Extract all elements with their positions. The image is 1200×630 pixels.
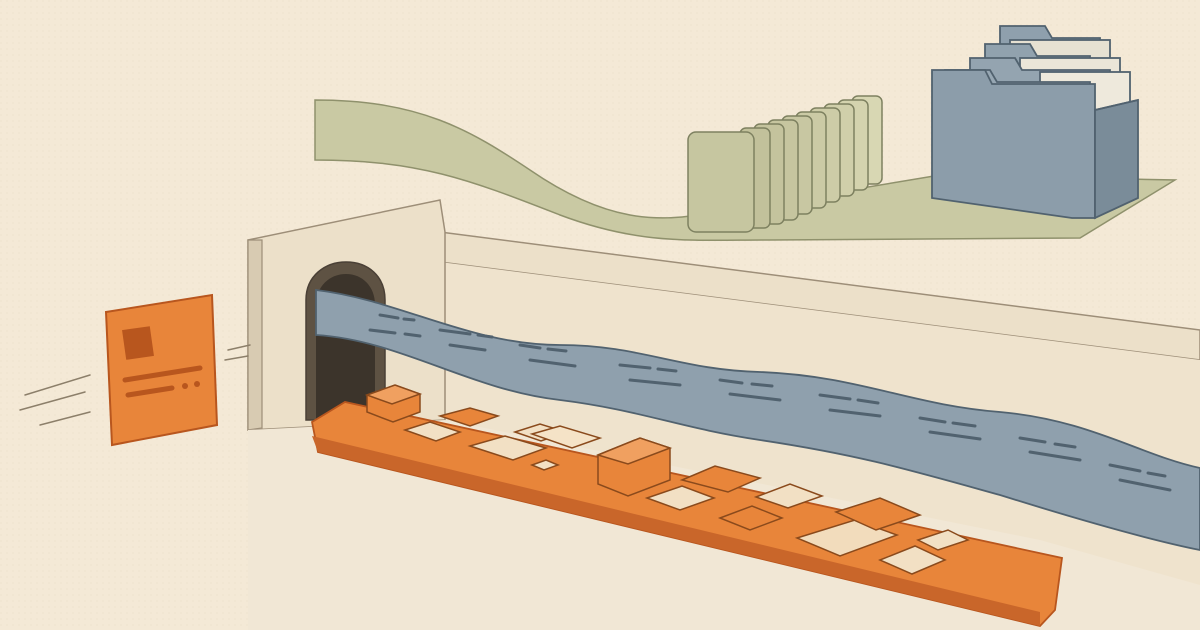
component-board: [310, 401, 1064, 627]
data-ribbon: [315, 288, 1200, 551]
ui-blocks: [364, 384, 970, 575]
file-folder-icon: [931, 25, 1139, 220]
document-card-icon: [19, 293, 251, 447]
sage-path: [314, 99, 1178, 242]
stacked-cards-icon: [687, 95, 883, 233]
